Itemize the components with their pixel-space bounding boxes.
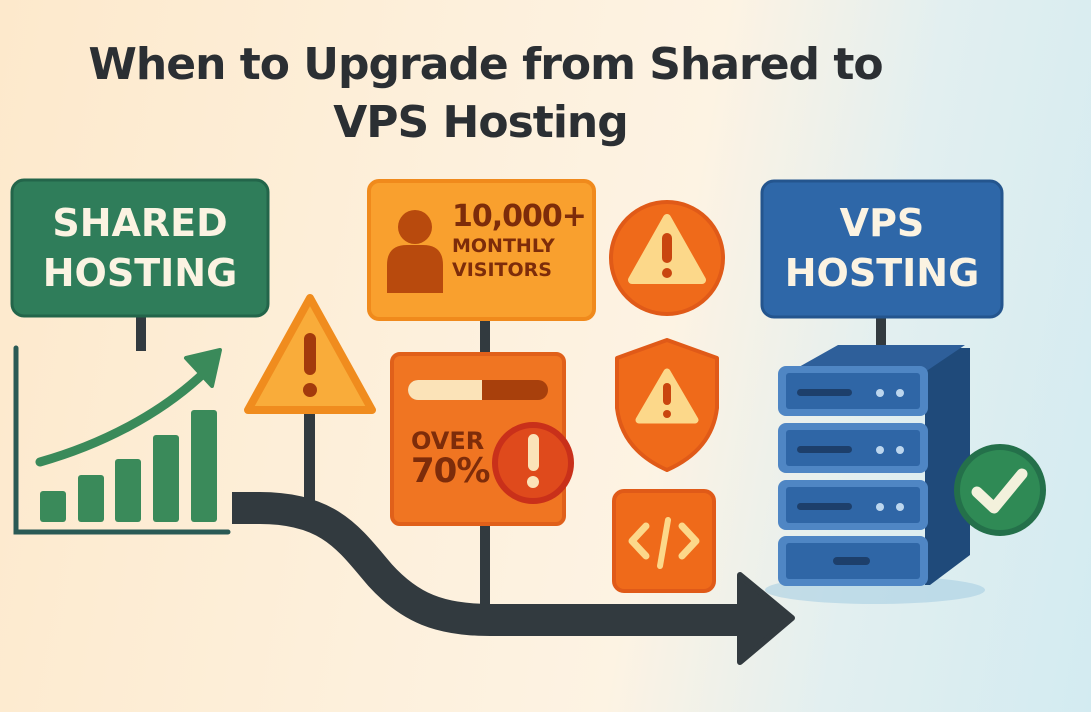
vps-hosting-sign — [760, 179, 1004, 346]
warning-circle-icon — [609, 200, 725, 316]
progress-bar-icon — [408, 380, 548, 400]
server-unit — [778, 366, 928, 416]
server-stack-icon — [765, 345, 985, 604]
shared-label-line-2: HOSTING — [42, 251, 238, 295]
shared-hosting-label: SHARED HOSTING — [12, 198, 268, 298]
shared-hosting-sign — [10, 178, 270, 351]
page-title: When to Upgrade from Shared to VPS Hosti… — [0, 36, 1091, 152]
vps-label-line-1: VPS — [839, 201, 925, 245]
visitors-line-2: VISITORS — [452, 259, 552, 281]
shared-label-line-1: SHARED — [52, 201, 228, 245]
visitors-sign — [367, 179, 596, 607]
vps-label-line-2: HOSTING — [784, 251, 980, 295]
visitors-count: 10,000+ — [452, 199, 587, 234]
resource-usage-label: OVER 70% — [411, 428, 501, 488]
server-unit — [778, 480, 928, 530]
resource-line-1: OVER — [411, 427, 485, 455]
warning-triangle-icon — [244, 294, 376, 510]
server-unit — [778, 423, 928, 473]
title-line-2: VPS Hosting — [333, 97, 629, 148]
user-icon — [387, 210, 443, 293]
security-shield-warning-icon — [615, 338, 719, 472]
flow-arrow — [232, 492, 795, 665]
server-unit — [778, 536, 928, 586]
visitors-label: 10,000+ MONTHLY VISITORS — [452, 200, 592, 282]
vps-hosting-label: VPS HOSTING — [762, 198, 1002, 298]
exclamation-circle-icon — [492, 422, 574, 504]
resource-usage-sign — [390, 352, 574, 526]
check-circle-icon — [954, 444, 1046, 536]
code-icon — [612, 489, 716, 593]
visitors-line-1: MONTHLY — [452, 235, 555, 257]
growth-bar-chart-icon — [13, 345, 231, 535]
title-line-1: When to Upgrade from Shared to — [88, 39, 883, 90]
resource-percentage: 70% — [411, 451, 490, 491]
